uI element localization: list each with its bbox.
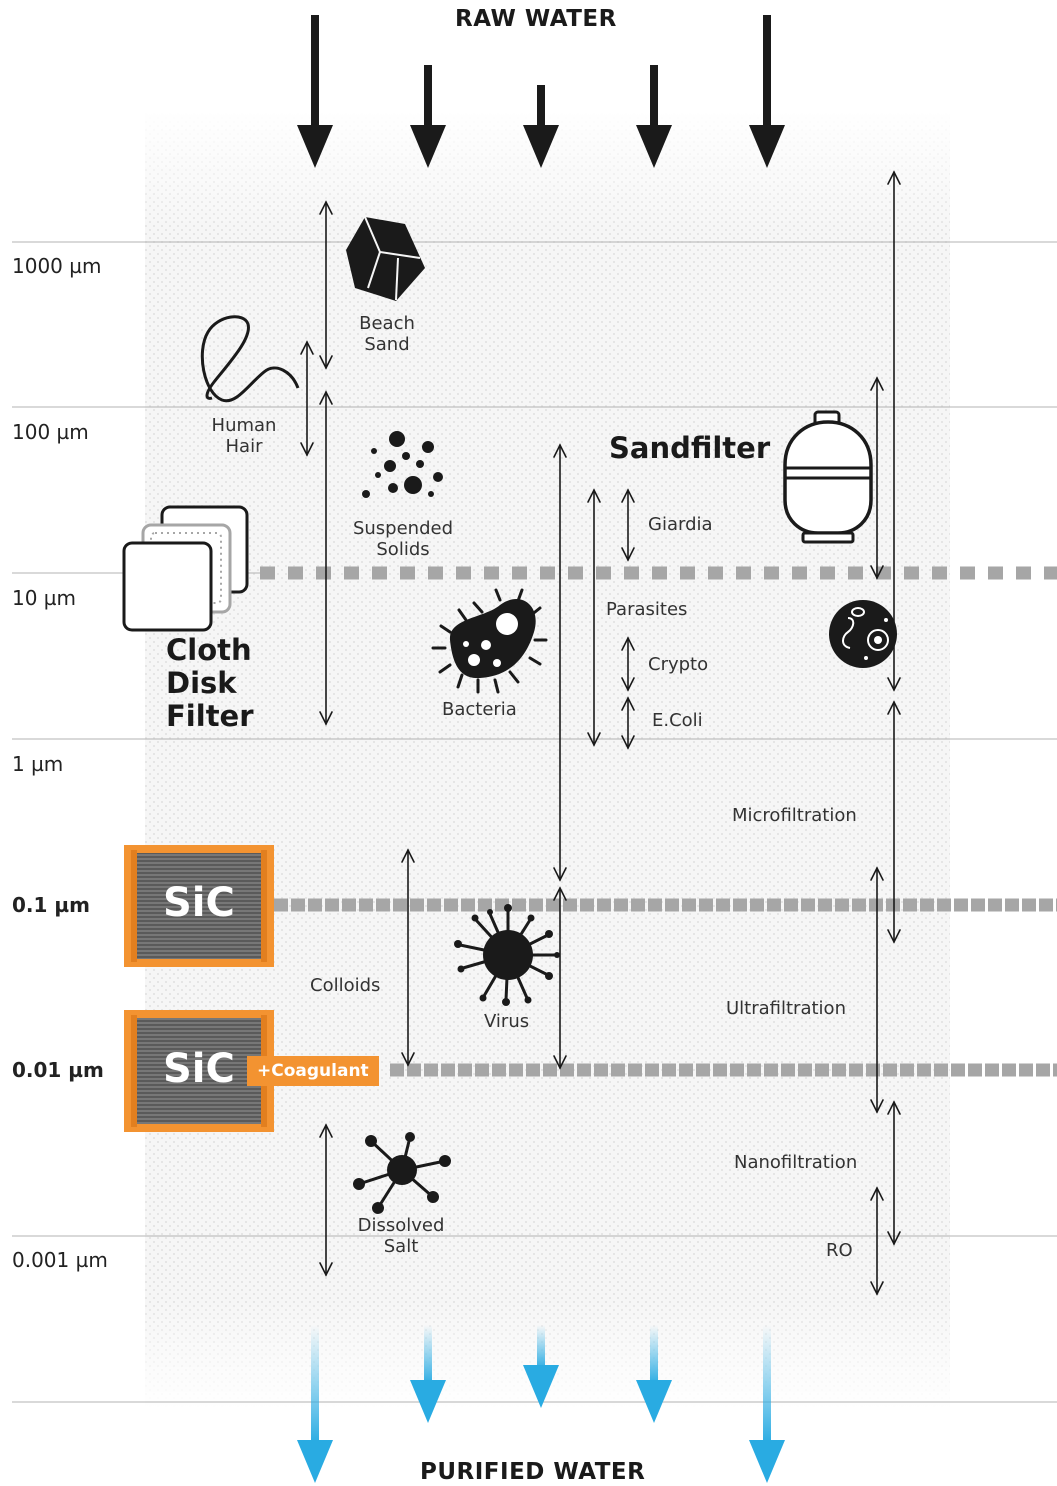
salt-icon: [353, 1132, 451, 1214]
bacteria-icon: [431, 588, 548, 694]
scale-label-0-01um: 0.01 µm: [12, 1058, 104, 1082]
label-sandfilter: Sandfilter: [609, 431, 771, 465]
label-ultrafiltration: Ultrafiltration: [726, 998, 846, 1019]
microorganism-icon: [829, 600, 897, 668]
hair-icon: [200, 315, 300, 403]
range-sandfilter-unit: [870, 376, 884, 580]
range-crypto: [621, 636, 635, 692]
range-beach-sand: [319, 200, 333, 370]
purified-water-title: PURIFIED WATER: [420, 1459, 646, 1485]
sand-icon: [346, 216, 425, 301]
purified-water-arrows: [297, 1325, 785, 1483]
range-bacteria: [553, 443, 567, 882]
range-human-hair: [300, 340, 314, 457]
range-parasites: [587, 488, 601, 747]
label-parasites: Parasites: [606, 599, 688, 620]
scale-label-1000um: 1000 µm: [12, 254, 102, 278]
range-dissolved-salt: [319, 1123, 333, 1277]
label-ro: RO: [826, 1240, 853, 1261]
range-virus: [553, 886, 567, 1070]
scale-label-0-1um: 0.1 µm: [12, 893, 90, 917]
range-colloids: [401, 848, 415, 1067]
size-range-arrows: [300, 170, 901, 1296]
raw-water-arrows: [297, 15, 785, 168]
scale-label-0-001um: 0.001 µm: [12, 1248, 108, 1272]
label-nanofiltration: Nanofiltration: [734, 1152, 858, 1173]
coagulant-badge: +Coagulant: [247, 1056, 379, 1086]
range-suspended-solids: [319, 390, 333, 726]
suspended-solids-icon: [362, 431, 443, 498]
sic-label-1: SiC: [163, 880, 235, 926]
sic-label-2: SiC: [163, 1046, 235, 1092]
range-giardia: [621, 488, 635, 562]
range-ro: [870, 1186, 884, 1296]
sic-module-1: [124, 845, 274, 967]
label-bacteria: Bacteria: [442, 699, 517, 720]
label-microfiltration: Microfiltration: [732, 805, 857, 826]
cloth-disk-filter-icon: [122, 505, 249, 632]
scale-label-1um: 1 µm: [12, 752, 64, 776]
label-ecoli: E.Coli: [652, 710, 703, 731]
scale-gridlines: [12, 241, 1057, 1403]
range-ecoli: [621, 696, 635, 750]
cutoff-dashes: [260, 566, 1057, 1077]
range-microfiltration: [887, 700, 901, 944]
label-giardia: Giardia: [648, 514, 713, 535]
raw-water-title: RAW WATER: [455, 6, 617, 32]
label-crypto: Crypto: [648, 654, 709, 675]
label-colloids: Colloids: [310, 975, 381, 996]
virus-icon: [454, 904, 560, 1006]
sandfilter-tank-icon: [783, 410, 873, 544]
background-panel: [145, 110, 950, 1410]
range-ultrafiltration: [870, 866, 884, 1114]
range-sandfilter-total: [887, 170, 901, 692]
label-virus: Virus: [484, 1011, 530, 1032]
scale-label-100um: 100 µm: [12, 420, 89, 444]
label-cloth-disk-filter: Cloth Disk Filter: [166, 633, 254, 733]
range-nanofiltration: [887, 1100, 901, 1246]
scale-label-10um: 10 µm: [12, 586, 77, 610]
